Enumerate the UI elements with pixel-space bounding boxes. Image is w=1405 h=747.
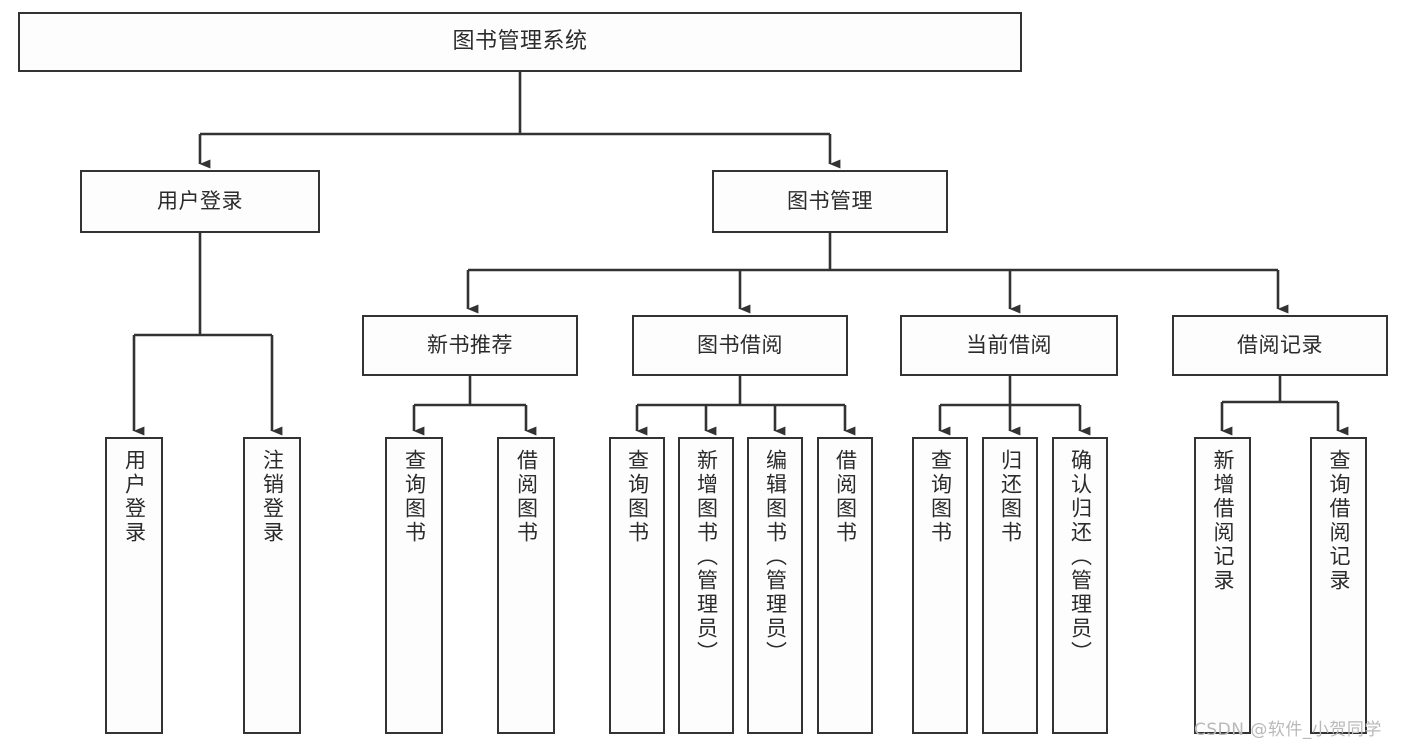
leaf-borrow-records-query-record[interactable]: 查询借阅记录 [1310, 437, 1367, 734]
node-label: 新书推荐 [427, 333, 513, 358]
leaf-book-borrow-borrow-book[interactable]: 借阅图书 [817, 437, 873, 734]
leaf-user-login-logout[interactable]: 注销登录 [243, 437, 301, 734]
leaf-current-borrow-return-book[interactable]: 归还图书 [982, 437, 1038, 734]
node-label: 注销登录 [260, 449, 285, 545]
leaf-book-borrow-add-book-admin[interactable]: 新增图书（管理员） [678, 437, 734, 734]
leaf-new-book-query-book[interactable]: 查询图书 [385, 437, 443, 734]
node-label: 借阅图书 [833, 449, 858, 545]
leaf-new-book-borrow-book[interactable]: 借阅图书 [497, 437, 555, 734]
node-label: 确认归还（管理员） [1068, 449, 1093, 665]
node-label: 查询图书 [625, 449, 650, 545]
node-label: 图书管理系统 [452, 29, 588, 55]
leaf-book-borrow-edit-book-admin[interactable]: 编辑图书（管理员） [747, 437, 803, 734]
node-label: 查询图书 [928, 449, 953, 545]
node-label: 当前借阅 [966, 333, 1052, 358]
leaf-user-login-login[interactable]: 用户登录 [105, 437, 163, 734]
leaf-current-borrow-query-book[interactable]: 查询图书 [912, 437, 968, 734]
node-borrow-records[interactable]: 借阅记录 [1172, 315, 1388, 376]
node-label: 新增图书（管理员） [694, 449, 719, 665]
node-label: 新增借阅记录 [1211, 449, 1235, 593]
node-label: 编辑图书（管理员） [763, 449, 788, 665]
node-current-borrow[interactable]: 当前借阅 [900, 315, 1118, 376]
node-label: 查询借阅记录 [1327, 449, 1351, 593]
node-label: 借阅图书 [514, 449, 539, 545]
node-book-borrow[interactable]: 图书借阅 [632, 315, 848, 376]
node-user-login[interactable]: 用户登录 [80, 170, 320, 233]
node-book-management[interactable]: 图书管理 [712, 170, 948, 233]
node-label: 归还图书 [998, 449, 1023, 545]
leaf-book-borrow-query-book[interactable]: 查询图书 [609, 437, 665, 734]
node-label: 图书管理 [787, 189, 873, 214]
node-label: 图书借阅 [697, 333, 783, 358]
csdn-watermark: CSDN @软件_小贺同学 [1194, 720, 1382, 740]
node-label: 查询图书 [402, 449, 427, 545]
node-root-book-management-system[interactable]: 图书管理系统 [18, 12, 1022, 72]
leaf-current-borrow-confirm-return-admin[interactable]: 确认归还（管理员） [1052, 437, 1108, 734]
node-label: 用户登录 [122, 449, 147, 545]
node-new-book-recommend[interactable]: 新书推荐 [362, 315, 578, 376]
node-label: 用户登录 [157, 189, 243, 214]
node-label: 借阅记录 [1237, 333, 1323, 358]
leaf-borrow-records-add-record[interactable]: 新增借阅记录 [1194, 437, 1251, 734]
